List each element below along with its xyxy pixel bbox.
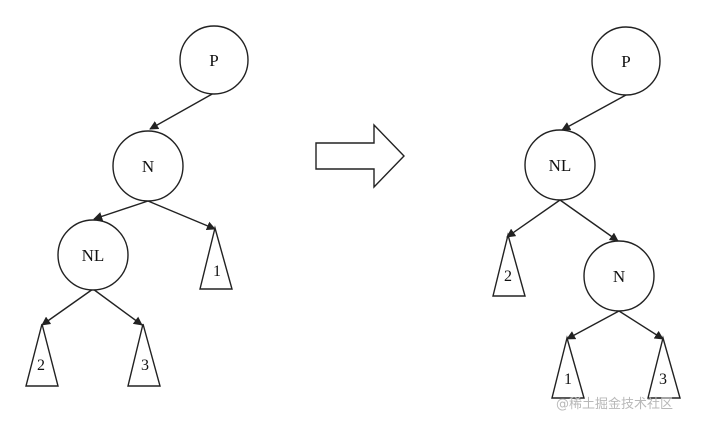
node-n-label: N bbox=[613, 267, 625, 286]
node-nl: NL bbox=[57, 219, 129, 291]
node-nl: NL bbox=[524, 129, 596, 201]
node-p: P bbox=[179, 25, 249, 95]
subtree-2-label: 2 bbox=[504, 268, 512, 285]
subtree-3-label: 3 bbox=[141, 357, 149, 374]
subtree-3-label: 3 bbox=[659, 371, 667, 388]
subtree-1: 1 bbox=[551, 335, 585, 399]
edge-p-to-nl bbox=[561, 94, 627, 131]
node-nl-label: NL bbox=[549, 156, 572, 175]
edge-n-to-subtree-1 bbox=[566, 310, 620, 340]
subtree-2: 2 bbox=[25, 323, 59, 387]
edge-nl-to-n bbox=[559, 199, 619, 242]
edge-nl-to-subtree-2 bbox=[506, 199, 561, 238]
tree-before: P N NL 1 2 3 bbox=[25, 25, 249, 387]
node-n-label: N bbox=[142, 157, 154, 176]
node-n: N bbox=[583, 240, 655, 312]
edge-nl-to-subtree-3 bbox=[92, 288, 143, 326]
node-p: P bbox=[591, 26, 661, 96]
subtree-3: 3 bbox=[647, 335, 681, 399]
node-p-label: P bbox=[621, 52, 630, 71]
edge-nl-to-subtree-2 bbox=[41, 288, 94, 326]
subtree-1-label: 1 bbox=[564, 371, 572, 388]
subtree-1-label: 1 bbox=[213, 263, 221, 280]
edge-p-to-n bbox=[149, 92, 215, 130]
subtree-1: 1 bbox=[199, 225, 233, 290]
watermark: @稀土掘金技术社区 bbox=[556, 397, 674, 412]
edge-n-to-subtree-3 bbox=[618, 310, 664, 340]
subtree-3: 3 bbox=[127, 323, 161, 387]
node-n: N bbox=[112, 130, 184, 202]
subtree-2-label: 2 bbox=[37, 357, 45, 374]
edge-n-to-subtree-1 bbox=[147, 200, 216, 231]
subtree-2: 2 bbox=[492, 232, 526, 297]
right-block-arrow-icon bbox=[315, 123, 405, 189]
node-nl-label: NL bbox=[82, 246, 105, 265]
edge-n-to-nl bbox=[93, 200, 149, 221]
node-p-label: P bbox=[209, 51, 218, 70]
tree-after: P NL N 2 1 3 bbox=[492, 26, 681, 399]
